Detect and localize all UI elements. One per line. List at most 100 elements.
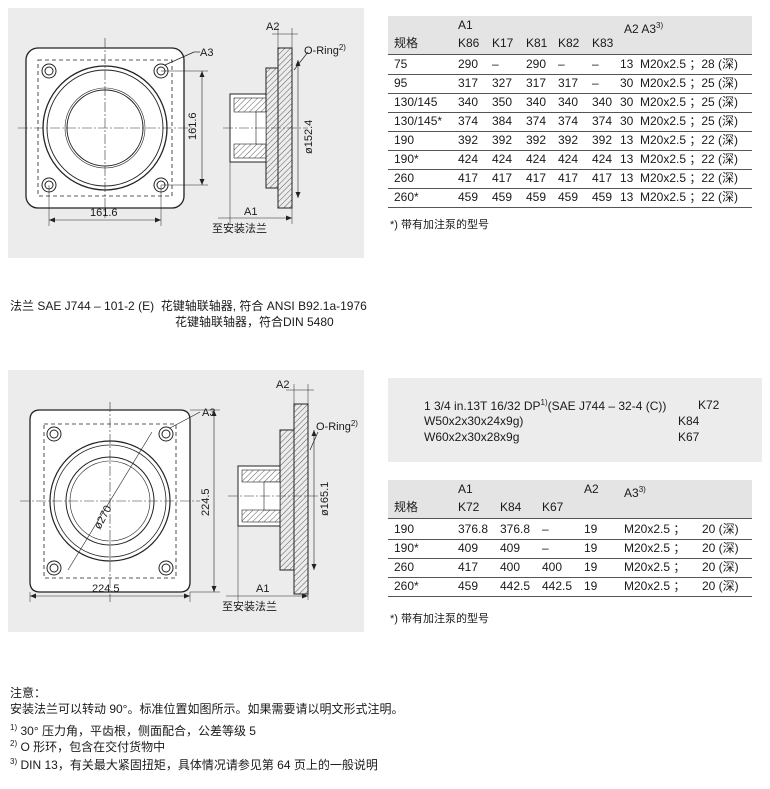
spline-code-3: K67 [678,430,700,444]
table-cell-a3: M20x2.5 ；22 (深) [640,171,739,185]
table-cell-k67: 400 [542,560,563,574]
table-cell-a3: M20x2.5 ；25 (深) [640,95,739,109]
table-cell-spec: 130/145* [394,114,443,128]
notes-title: 注意： [10,686,47,700]
flange-line-1: 法兰 SAE J744 – 101-2 (E) 花键轴联轴器, 符合 ANSI … [10,299,367,313]
table1-header: A1 A2 A33) 规格 K86 K17 K81 K82 K83 [388,16,752,55]
table-cell-k86: 392 [458,133,479,147]
table-cell-k83: – [592,76,599,90]
flange-drawing-2: ø270 A3 224.5 224.5 ø165.1 A2 O-Rin [20,379,358,613]
footnote-1: 1) 30° 压力角，平齿根，侧面配合，公差等级 5 [10,723,256,738]
table-cell-k82: 317 [558,76,579,90]
table-cell-spec: 130/145 [394,95,438,109]
label-a1-1: A1 [244,206,257,218]
table-cell-spec: 260* [394,190,419,204]
table-cell-k86: 374 [458,114,479,128]
table-cell-spec: 190 [394,522,415,536]
table-cell-a3: M20x2.5 ；22 (深) [640,152,739,166]
spline-line-2: W50x2x30x24x9g) [424,414,524,428]
table-cell-depth: 20 (深) [702,541,739,555]
notes-line-1: 安装法兰可以转动 90°。标准位置如图所示。如果需要请以明文形式注明。 [10,702,404,716]
table-cell-a2: 19 [584,541,598,555]
dim-224-vertical: 224.5 [200,488,212,516]
table-cell-spec: 75 [394,57,408,71]
table-cell-spec: 95 [394,76,408,90]
table-cell-k86: 290 [458,57,479,71]
table-cell-k81: 459 [526,190,547,204]
spline-info-box: 1 3/4 in.13T 16/32 DP1)(SAE J744 – 32-4 … [388,378,762,462]
table-cell-k81: 417 [526,171,547,185]
table-cell-a2: 13 [620,190,634,204]
table-cell-k17: 350 [492,95,513,109]
table-cell-a2: 19 [584,522,598,536]
table-cell-k86: 317 [458,76,479,90]
table-cell-a3: M20x2.5 ； [624,522,686,536]
table-cell-k83: – [592,57,599,71]
table-cell-k17: 424 [492,152,513,166]
table-cell-k83: 417 [592,171,613,185]
table2-header: A1 A2 A33) 规格 K72 K84 K67 [388,480,752,519]
table-cell-k81: 374 [526,114,547,128]
table-cell-spec: 260 [394,171,415,185]
dim-152-diameter: ø152.4 [303,120,315,154]
label-mount-1: 至安装法兰 [212,221,267,235]
table-cell-k83: 374 [592,114,613,128]
table-cell-k72: 376.8 [458,522,489,536]
table-cell-depth: 20 (深) [702,560,739,574]
table-cell-k72: 409 [458,541,479,555]
table-cell-k82: 340 [558,95,579,109]
table-cell-k86: 417 [458,171,479,185]
dim-161-vertical: 161.6 [187,112,199,140]
table-cell-a2: 30 [620,114,634,128]
table-cell-k72: 459 [458,579,479,593]
table-cell-k17: – [492,57,499,71]
drawing-panel-1: A3 161.6 161.6 ø152.4 A2 O-Ring2) [8,8,364,258]
table-cell-k17: 417 [492,171,513,185]
table-row: 260 417 417 417 417 417 13 M20x2.5 ；22 (深) [388,169,752,189]
table-cell-k82: 374 [558,114,579,128]
table-cell-a2: 13 [620,171,634,185]
table-cell-k67: – [542,522,549,536]
table-cell-a3: M20x2.5 ；25 (深) [640,76,739,90]
table-cell-spec: 190* [394,152,419,166]
table-cell-k81: 317 [526,76,547,90]
table2-note: *) 带有加注泵的型号 [390,613,489,625]
table-cell-k83: 340 [592,95,613,109]
label-oring-1: O-Ring2) [304,43,346,57]
table-cell-a2: 13 [620,152,634,166]
table-cell-depth: 20 (深) [702,579,739,593]
table-cell-spec: 190 [394,133,415,147]
table-cell-k84: 376.8 [500,522,531,536]
table-cell-k84: 400 [500,560,521,574]
table-cell-k83: 392 [592,133,613,147]
bolt-holes-2 [46,426,174,576]
footnote-3: 3) DIN 13，有关最大紧固扭矩，具体情况请参见第 64 页上的一般说明 [10,757,378,772]
table-cell-a3: M20x2.5 ；22 (深) [640,190,739,204]
label-a2-2: A2 [276,379,289,391]
table-cell-a3: M20x2.5 ；22 (深) [640,133,739,147]
table-cell-k83: 459 [592,190,613,204]
table-cell-spec: 260* [394,579,419,593]
table-cell-k82: 417 [558,171,579,185]
table-cell-a3: M20x2.5 ；28 (深) [640,57,739,71]
table-cell-k81: 392 [526,133,547,147]
dim-161-horizontal: 161.6 [90,207,118,219]
table-cell-depth: 20 (深) [702,522,739,536]
dim-165-diameter: ø165.1 [319,482,331,516]
table-cell-k82: 459 [558,190,579,204]
table-cell-a2: 30 [620,76,634,90]
footnote-2: 2) O 形环，包含在交付货物中 [10,739,166,754]
table-cell-k84: 442.5 [500,579,531,593]
flange-line-2: 花键轴联轴器，符合DIN 5480 [175,315,334,329]
spline-line-1: 1 3/4 in.13T 16/32 DP1)(SAE J744 – 32-4 … [424,398,667,413]
